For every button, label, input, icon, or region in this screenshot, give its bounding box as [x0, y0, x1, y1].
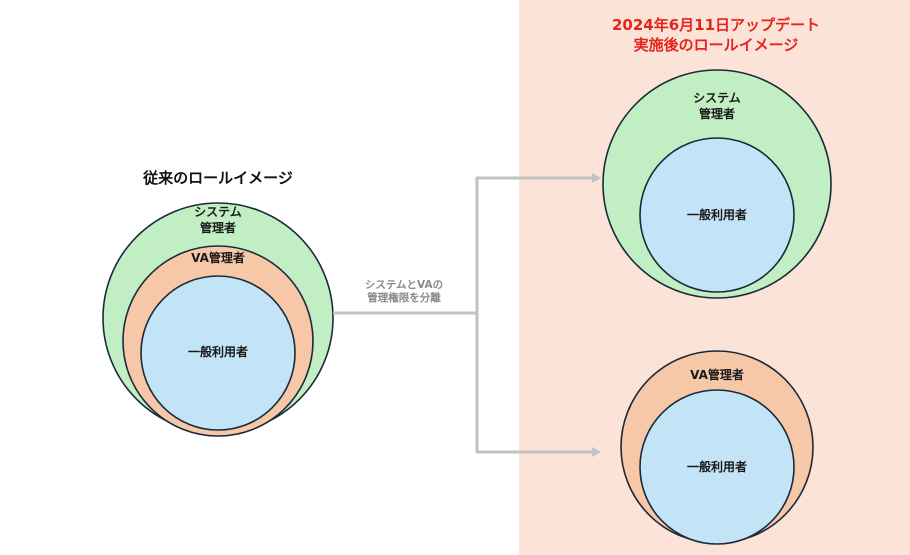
- connector-label-line1: システムとVAの: [365, 279, 443, 291]
- after-general-user-label-top: 一般利用者: [687, 207, 747, 222]
- legacy-general-user-label: 一般利用者: [188, 344, 248, 359]
- after-general-user-circle-bottom: [639, 389, 795, 545]
- connector-label-line2: 管理権限を分離: [367, 291, 441, 304]
- legacy-system-admin-label-line2: 管理者: [200, 220, 236, 235]
- after-system-admin-label-line2: 管理者: [699, 106, 735, 121]
- after-system-admin-label-line1: システム: [693, 91, 741, 105]
- after-title-line1: 2024年6月11日アップデート: [612, 16, 820, 34]
- after-general-user-label-bottom: 一般利用者: [687, 459, 747, 474]
- after-general-user-circle-top: [639, 137, 795, 293]
- legacy-title: 従来のロールイメージ: [142, 169, 293, 187]
- legacy-va-admin-label: VA管理者: [191, 250, 245, 265]
- connector-arrow-to-bottom: [475, 313, 601, 457]
- after-title-line2: 実施後のロールイメージ: [634, 36, 799, 54]
- after-va-admin-label: VA管理者: [690, 367, 744, 382]
- legacy-system-admin-label-line1: システム: [194, 205, 242, 219]
- legacy-general-user-circle: [140, 275, 296, 431]
